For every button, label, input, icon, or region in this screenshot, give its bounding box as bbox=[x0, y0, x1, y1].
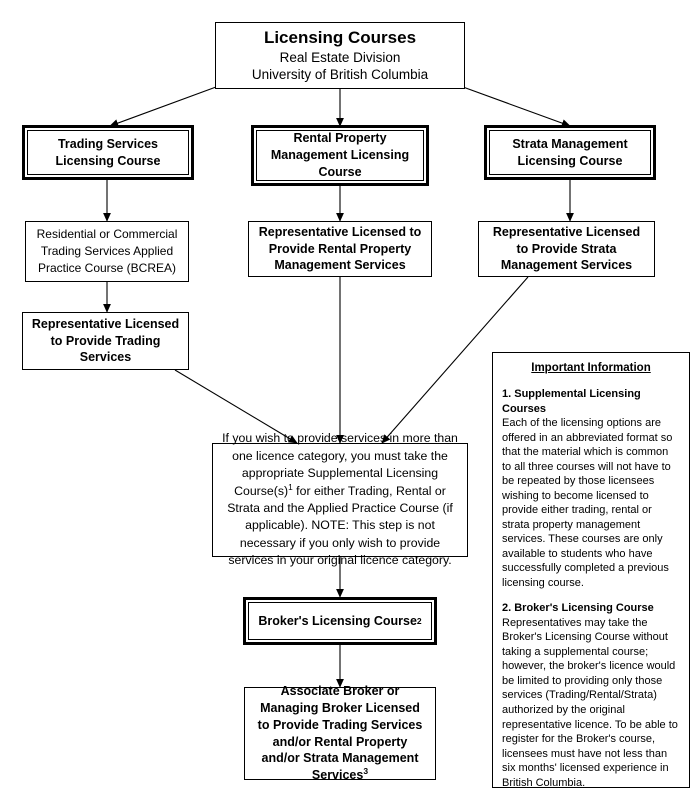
supplemental-note-part2: for either Trading, Rental or Strata and… bbox=[227, 483, 453, 568]
info-panel-title: Important Information bbox=[531, 362, 651, 374]
course-box-trading-label: Trading Services Licensing Course bbox=[27, 130, 189, 175]
final-outcome-text: Associate Broker or Managing Broker Lice… bbox=[245, 683, 435, 784]
important-information-panel: Important Information 1. Supplemental Li… bbox=[492, 352, 690, 788]
course-box-trading: Trading Services Licensing Course bbox=[22, 125, 194, 180]
supplemental-note-superscript: 1 bbox=[288, 481, 293, 492]
course-box-strata: Strata Management Licensing Course bbox=[484, 125, 656, 180]
title-subline-university: University of British Columbia bbox=[251, 67, 429, 83]
applied-practice-box: Residential or Commercial Trading Servic… bbox=[25, 221, 189, 282]
supplemental-note-box: If you wish to provide services in more … bbox=[212, 431, 468, 567]
info-section-2-body: Representatives may take the Broker's Li… bbox=[502, 616, 678, 788]
info-section-supplemental: 1. Supplemental Licensing Courses Each o… bbox=[502, 387, 680, 590]
title-subline-division: Real Estate Division bbox=[279, 49, 401, 65]
connector-title-to-trading bbox=[109, 86, 217, 127]
final-outcome-label: Associate Broker or Managing Broker Lice… bbox=[257, 683, 423, 783]
course-box-strata-label: Strata Management Licensing Course bbox=[489, 130, 651, 175]
connector-title-to-strata bbox=[462, 86, 571, 127]
course-box-rental: Rental Property Management Licensing Cou… bbox=[251, 125, 429, 186]
info-section-broker: 2. Broker's Licensing Course Representat… bbox=[502, 601, 680, 788]
representative-box-trading: Representative Licensed to Provide Tradi… bbox=[22, 312, 189, 370]
course-box-rental-label: Rental Property Management Licensing Cou… bbox=[256, 130, 424, 181]
broker-course-label: Broker's Licensing Course bbox=[258, 613, 417, 628]
representative-box-strata: Representative Licensed to Provide Strat… bbox=[478, 221, 655, 277]
info-section-1-body: Each of the licensing options are offere… bbox=[502, 417, 673, 589]
info-section-1-heading: 1. Supplemental Licensing Courses bbox=[502, 388, 641, 415]
representative-box-rental: Representative Licensed to Provide Renta… bbox=[248, 221, 432, 277]
final-outcome-box: Associate Broker or Managing Broker Lice… bbox=[244, 684, 436, 782]
page-title: Licensing Courses bbox=[263, 28, 417, 48]
title-box: Licensing Courses Real Estate Division U… bbox=[215, 22, 465, 89]
final-outcome-superscript: 3 bbox=[363, 766, 369, 777]
info-section-2-heading: 2. Broker's Licensing Course bbox=[502, 602, 654, 615]
supplemental-note-text: If you wish to provide services in more … bbox=[213, 423, 467, 577]
